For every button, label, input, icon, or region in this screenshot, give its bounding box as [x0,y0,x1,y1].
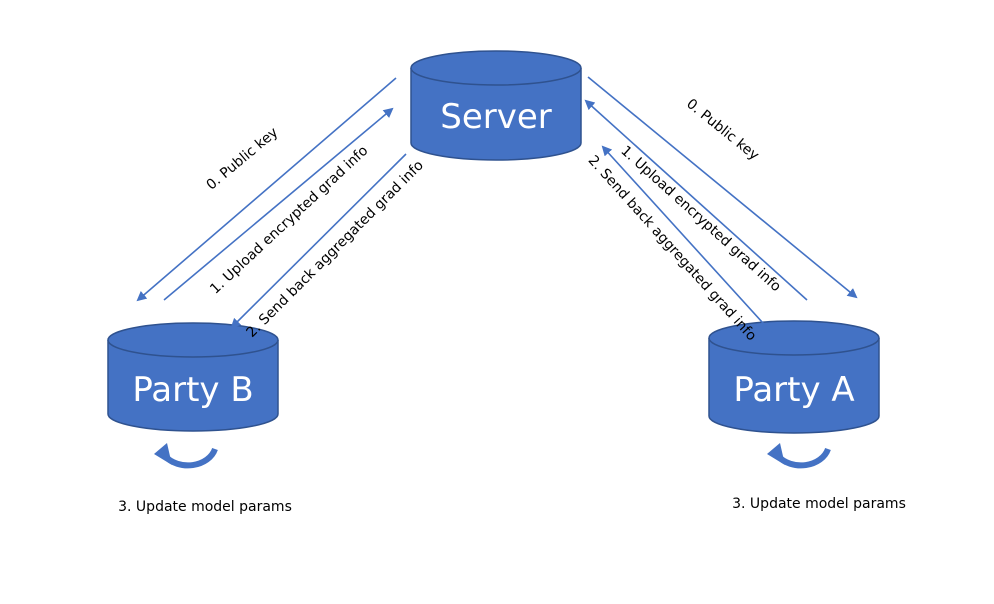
arrow-send-back-to-party-b [230,153,407,329]
party-a-label: Party A [733,370,854,410]
party-b-label: Party B [132,370,253,410]
circular-arrow-icon [154,443,218,469]
party-b-node: Party B [107,322,279,432]
label-left-public-key: 0. Public key [204,124,282,193]
circular-arrow-icon [767,443,831,469]
arrow-public-key-to-party-b [136,77,397,302]
arrow-public-key-to-party-a [587,76,858,299]
arrow-upload-from-party-a [584,99,808,301]
label-right-public-key: 0. Public key [683,96,762,164]
party-a-node: Party A [708,320,880,434]
server-label: Server [440,97,552,137]
caption-party-a-update: 3. Update model params [732,496,906,512]
server-node: Server [410,50,582,161]
caption-party-b-update: 3. Update model params [118,499,292,515]
arrow-upload-from-party-b [163,107,394,301]
arrow-send-back-to-party-a [601,145,773,334]
